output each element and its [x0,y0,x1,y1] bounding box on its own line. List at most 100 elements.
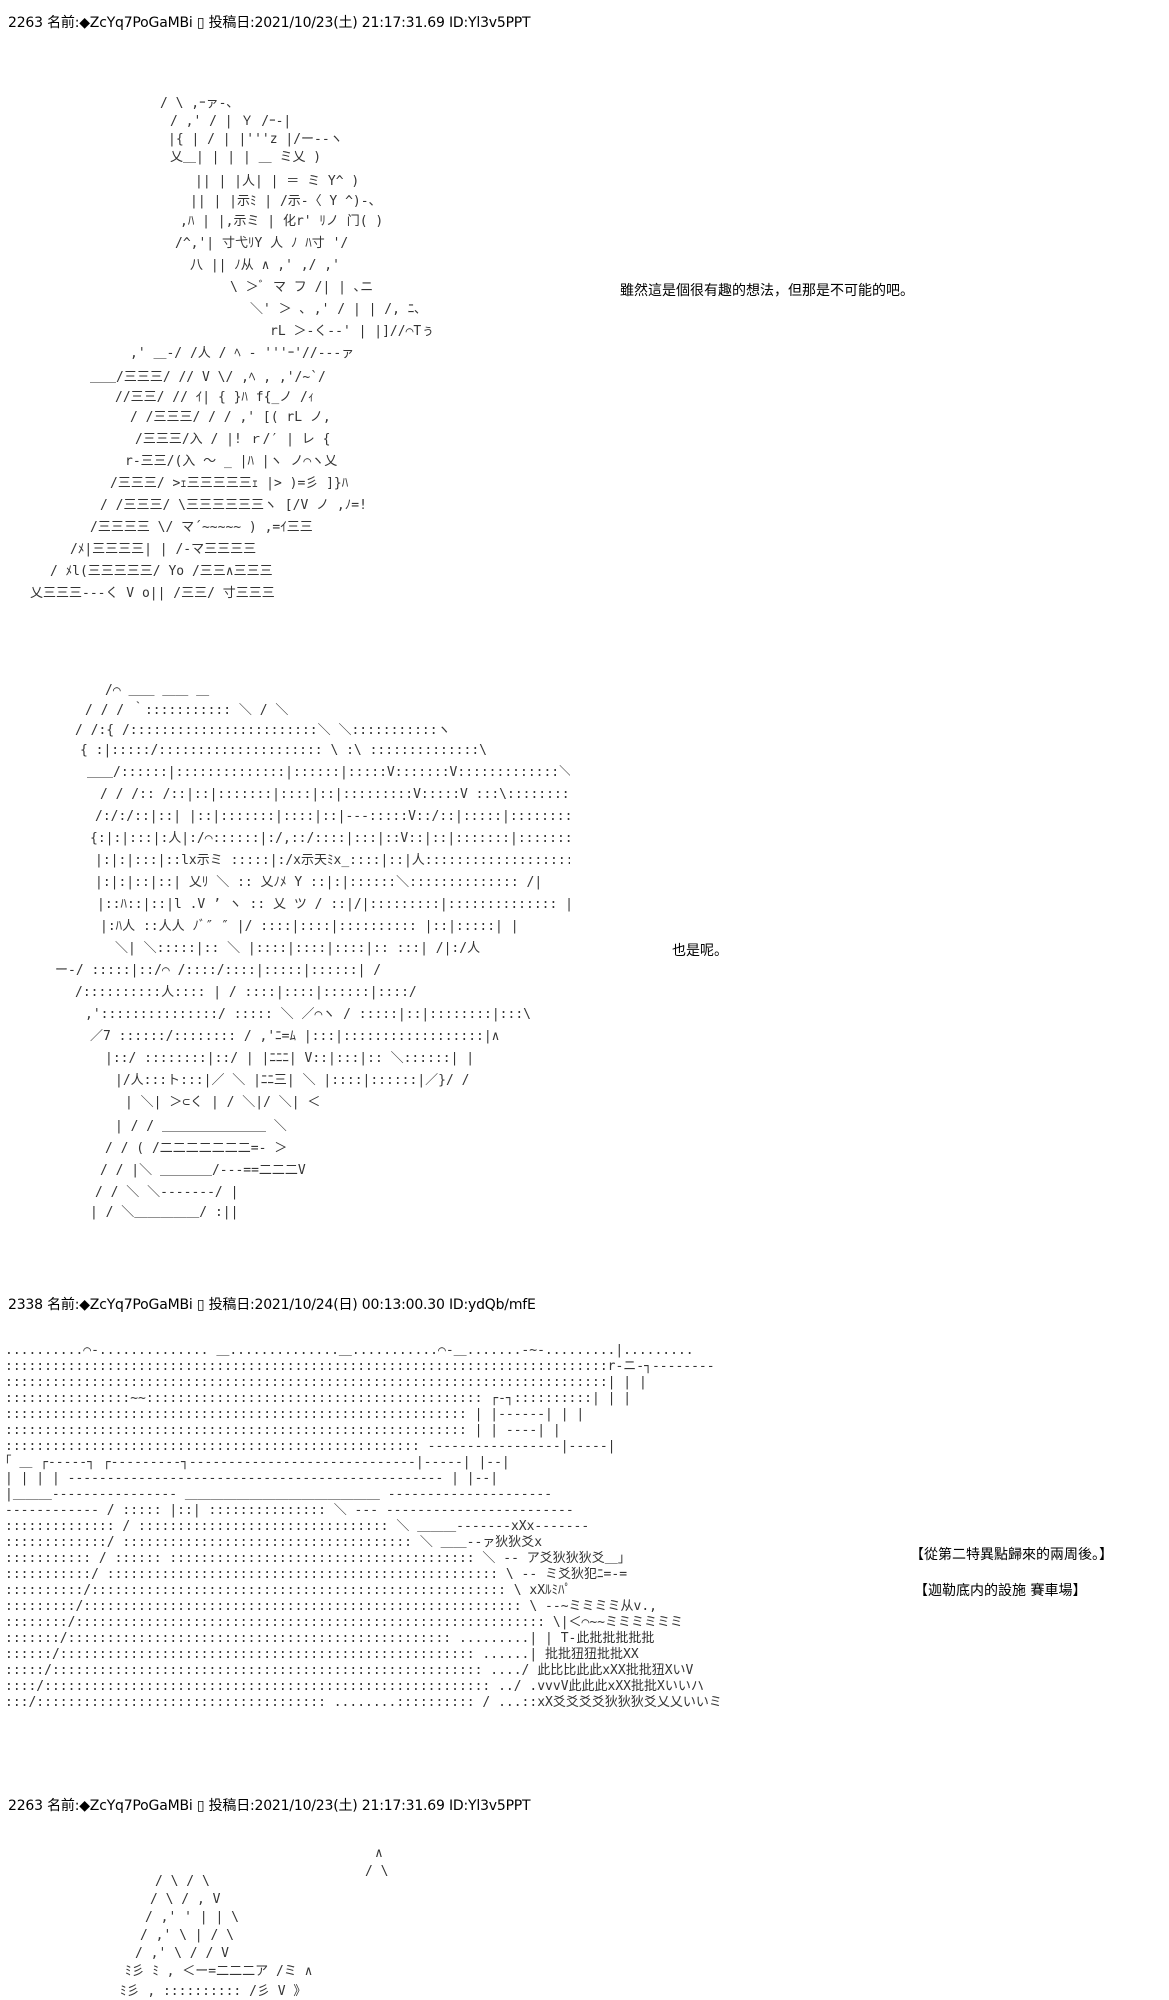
svg-text:r‐三三/(入 ～ _ |ﾊ |ヽ ノ⌒ヽ乂: r‐三三/(入 ～ _ |ﾊ |ヽ ノ⌒ヽ乂 [125,454,337,469]
poster-name: ◆ZcYq7PoGaMBi [79,1297,193,1313]
svg-text:/三三三三 \/ マ´~~~~~ ) ,=ｲ三三: /三三三三 \/ マ´~~~~~ ) ,=ｲ三三 [90,520,313,535]
svg-text:|::/ ::::::::|::/ | |ﾆﾆﾆ|: |::/ ::::::::|::/ | |ﾆﾆﾆ| V::|:::|:: ＼::… [105,1051,474,1066]
svg-text:::::::::::::::::~~::::::::::::: ::::::::::::::::~~::::::::::::::::::::::… [5,1391,631,1406]
missing-glyph-icon: ▯ [196,1798,205,1814]
post-date: 2021/10/24(日) 00:13:00.30 [254,1297,445,1313]
svg-text:::::::::::::::::::::::::::::::: ::::::::::::::::::::::::::::::::::::::::… [5,1439,615,1454]
svg-text:/:/:/::|::| |::|:::::::|::::|:: /:/:/::|::| |::|:::::::|::::|::|‐‐‐:::::… [95,809,570,824]
svg-text:|| | |人| | ＝ ミ Y^ ): || | |人| | ＝ ミ Y^ ) [195,174,359,189]
svg-text:／7 ::::::/:::::::: / ,'ﾆ=ﾑ: ／7 ::::::/:::::::: / ,'ﾆ=ﾑ |:::|::::::::… [90,1029,500,1044]
svg-text:ﾐ彡 , :::::::::: /彡 V: ﾐ彡 , :::::::::: /彡 V 》 [120,1984,306,1999]
dialogue-line: 也是呢。 [672,943,728,959]
svg-text:/ ,' \ / / V: / ,' \ / / V [135,1946,229,1961]
svg-text:::::::::::::::::::::::::::::::: ::::::::::::::::::::::::::::::::::::::::… [5,1375,647,1390]
svg-text:＿＿/三三三/ // V \/ ,ﾍ , ,'/~`/: ＿＿/三三三/ // V \/ ,ﾍ , ,'/~`/ [90,370,326,385]
svg-text:/ / ＼ ＼‐‐‐‐‐‐‐/ |: / / ＼ ＼‐‐‐‐‐‐‐/ | [95,1185,238,1200]
ascii-art-character-2: /⌒ ＿＿ ＿＿ ＿ / / / ｀::::::::::: ＼ / ＼ / /:… [55,683,570,1220]
svg-text:|| | |示ﾐ | /示‐〈 Y ^)-、: || | |示ﾐ | /示‐〈 Y ^)-、 [190,194,382,209]
svg-text:/ /三三三/ \三三三三三三ヽ [/V ノ ,ﾉ=!: / /三三三/ \三三三三三三ヽ [/V ノ ,ﾉ=! [100,498,367,513]
ascii-art-landscape: ..........⌒‐.............. ＿............… [5,1343,722,1710]
svg-text:/ \ / , V: / \ / , V [150,1892,221,1907]
svg-text:ﾐ彡 ﾐ , ＜ー=二二二ア /ミ ∧: ﾐ彡 ﾐ , ＜ー=二二二ア /ミ ∧ [125,1964,312,1979]
svg-text:/::::::::::人:::: |: /::::::::::人:::: | / ::::|::::|::::::|::… [75,985,417,1000]
post-number: 2338 [8,1297,43,1313]
dialogue-line: 雖然這是個很有趣的想法，但那是不可能的吧。 [620,283,914,299]
svg-text::::::::::::/ :::::::::::::::::: :::::::::::/ :::::::::::::::::::::::::::… [5,1567,627,1582]
date-label: 投稿日: [208,1798,255,1814]
svg-text:| ＼| ＞⊂く | / ＼|/ ＼| ＜: | ＼| ＞⊂く | / ＼|/ ＼| ＜ [125,1095,320,1110]
svg-text:{:|:|:::|:人|:/⌒::::::|:/,::/::: {:|:|:::|:人|:/⌒::::::|:/,::/::::|:::|::V… [90,831,570,846]
svg-text:::::::::::::::::::::::::::::::: ::::::::::::::::::::::::::::::::::::::::… [5,1407,584,1422]
svg-text:/ / |＼ ＿＿＿＿/‐‐‐==二二二V: / / |＼ ＿＿＿＿/‐‐‐==二二二V [100,1163,306,1178]
svg-text:｢ ＿ ┌‐‐‐‐‐┐ ┌‐‐‐‐‐‐‐‐‐┐‐‐‐‐‐‐‐: ｢ ＿ ┌‐‐‐‐‐┐ ┌‐‐‐‐‐‐‐‐‐┐‐‐‐‐‐‐‐‐‐‐‐‐‐‐‐‐‐… [5,1455,510,1470]
date-label: 投稿日: [208,15,255,31]
poster-id: ID:Yl3v5PPT [449,15,531,31]
post-date: 2021/10/23(土) 21:17:31.69 [254,15,445,31]
svg-text:::::::::::/:::::::::::::::::::: ::::::::::/:::::::::::::::::::::::::::::… [5,1583,571,1598]
svg-text:/ ,' \ | / \: / ,' \ | / \ [140,1928,234,1943]
svg-text:rL ＞‐く‐‐' | |]//⌒Tぅ: rL ＞‐く‐‐' | |]//⌒Tぅ [270,324,434,339]
svg-text::::/::::::::::::::::::::::::::: :::/::::::::::::::::::::::::::::::::::::… [5,1695,722,1710]
name-label: 名前: [47,1297,80,1313]
svg-text:乂＿| | | | ＿ ミ乂 ): 乂＿| | | | ＿ ミ乂 ) [170,150,321,165]
svg-text:|:ﾊ人 ::人人 ﾉﾞ″ ″ |/ ::::|:: |:ﾊ人 ::人人 ﾉﾞ″ ″ |/ ::::|::::|:::::::::: … [100,919,519,934]
svg-text:/ ,' / | Ｙ /ｰ‐|: / ,' / | Ｙ /ｰ‐| [170,114,291,129]
poster-id: ID:ydQb/mfE [449,1297,536,1313]
svg-text:::::::/:::::::::::::::::::::::: ::::::/:::::::::::::::::::::::::::::::::… [5,1647,639,1662]
svg-text:/ /三三三/ / / ,' [( rL ノ,: / /三三三/ / / ,' [( rL ノ, [130,410,331,425]
svg-text:,ﾊ | |,示ミ | 化r' ﾘノ 门( ): ,ﾊ | |,示ミ | 化r' ﾘノ 门( ) [180,214,383,229]
missing-glyph-icon: ▯ [196,1297,205,1313]
poster-id: ID:Yl3v5PPT [449,1798,531,1814]
svg-text:| | | | ‐‐‐‐‐‐‐‐‐‐‐‐‐‐‐: | | | | ‐‐‐‐‐‐‐‐‐‐‐‐‐‐‐‐‐‐‐‐‐‐‐‐‐‐‐‐‐‐‐‐… [5,1471,498,1486]
narration-caption: 【迦勒底内的設施 賽車場】 [914,1583,1087,1599]
svg-text:::::::::::: / :::::: :::::::::: ::::::::::: / :::::: :::::::::::::::::::… [5,1551,624,1566]
post-number: 2263 [8,15,43,31]
post-header: 2263 名前:◆ZcYq7PoGaMBi ▯ 投稿日:2021/10/23(土… [8,14,531,32]
svg-text:/ \: / \ [365,1864,388,1879]
svg-text:| / ＼＿＿＿＿＿/ :||: | / ＼＿＿＿＿＿/ :|| [90,1205,238,1220]
svg-text:/三三三/ >ｪ三三三三三ｪ |> )=彡 ]}ﾊ: /三三三/ >ｪ三三三三三ｪ |> )=彡 ]}ﾊ [110,476,349,491]
poster-name: ◆ZcYq7PoGaMBi [79,1798,193,1814]
svg-text:|/人:::ト:::|／ ＼ |ﾆﾆ三| ＼ |::::: |/人:::ト:::|／ ＼ |ﾆﾆ三| ＼ |::::|::::::|／}/ … [115,1073,469,1088]
svg-text::::::/::::::::::::::::::::::::: :::::/::::::::::::::::::::::::::::::::::… [5,1663,694,1678]
svg-text:＼' ＞ ､ ,' / | | /, ﾆ､: ＼' ＞ ､ ,' / | | /, ﾆ､ [250,302,421,317]
ascii-art-character-1: / \ ,ｰァ‐､ / ,' / | Ｙ /ｰ‐| |{ | / | |'''z… [30,96,434,601]
post-header: 2263 名前:◆ZcYq7PoGaMBi ▯ 投稿日:2021/10/23(土… [8,1797,531,1815]
svg-text:八 || ﾉ从 ∧ ,' ,/ ,': 八 || ﾉ从 ∧ ,' ,/ ,' [190,258,340,273]
name-label: 名前: [47,1798,80,1814]
svg-text:::::::::::::::::::::::::::::::: ::::::::::::::::::::::::::::::::::::::::… [5,1423,561,1438]
svg-text:/ ﾒl(三三三三三/ Yo /三三∧三三三: / ﾒl(三三三三三/ Yo /三三∧三三三 [50,564,273,579]
svg-text::::::::::::::/ :::::::::::::: :::::::::::::/ :::::::::::::::::::::::::… [5,1535,542,1550]
svg-text:| / / ＿＿＿＿＿＿＿＿ ＼: | / / ＿＿＿＿＿＿＿＿ ＼ [115,1119,287,1134]
date-label: 投稿日: [208,1297,255,1313]
svg-text:/⌒ ＿＿ ＿＿ ＿: /⌒ ＿＿ ＿＿ ＿ [105,683,209,698]
svg-text:{ :|:::::/::::::::::::::::::::: { :|:::::/::::::::::::::::::::: \ :\ :::… [80,743,487,758]
svg-text:|{ | / | |'''z |/ー‐‐ヽ: |{ | / | |'''z |/ー‐‐ヽ [168,132,343,147]
svg-text:::::/:::::::::::::::::::::::::: ::::/:::::::::::::::::::::::::::::::::::… [5,1679,704,1694]
name-label: 名前: [47,15,80,31]
svg-text:/^,'| 寸弋ﾘY 人 ﾉ ﾊ寸 '/: /^,'| 寸弋ﾘY 人 ﾉ ﾊ寸 '/ [175,236,348,251]
svg-text:/ ,' ' | | \: / ,' ' | | \ [145,1910,239,1925]
post-number: 2263 [8,1798,43,1814]
svg-text::::::::/::::::::::::::::::::::: :::::::/::::::::::::::::::::::::::::::::… [5,1631,654,1646]
svg-text:|:|:|::|::| 乂ﾘ ＼ :: 乂ﾉﾒ Y :: |:|:|::|::| 乂ﾘ ＼ :: 乂ﾉﾒ Y ::|:|::::::＼::… [95,875,542,890]
svg-text:::::::::::::::::::::::::::::::: ::::::::::::::::::::::::::::::::::::::::… [5,1359,715,1374]
svg-text:,':::::::::::::::/ ::::: ＼ ／⌒ヽ: ,':::::::::::::::/ ::::: ＼ ／⌒ヽ / :::::|:… [85,1007,531,1022]
svg-text:|:|:|:::|::lx示ミ :::::|:/x示天ﾐx: |:|:|:::|::lx示ミ :::::|:/x示天ﾐx_::::|::|人:… [95,853,570,868]
svg-text:\ ＞ﾞ マ フ /| | ､ニ: \ ＞ﾞ マ フ /| | ､ニ [230,280,373,295]
missing-glyph-icon: ▯ [196,15,205,31]
svg-text:/ﾒ|三三三三| | /‐マ三三三三: /ﾒ|三三三三| | /‐マ三三三三 [70,542,256,557]
svg-text:乂三三三‐‐‐く V o|| /三三/ 寸三三三: 乂三三三‐‐‐く V o|| /三三/ 寸三三三 [30,586,275,601]
svg-text:＼| ＼:::::|:: ＼ |:: ＼| ＼:::::|:: ＼ |::::|::::|::::|:: :::| /… [115,941,480,956]
ascii-art-character-3: ∧ / \ / \ / \ / \ / , V / ,' ' | | \ / ,… [120,1846,388,1999]
svg-text:∧: ∧ [375,1846,383,1861]
svg-text::::::::::/::::::::::::::::::::: :::::::::/::::::::::::::::::::::::::::::… [5,1599,657,1614]
narration-caption: 【從第二特異點歸來的兩周後。】 [910,1547,1113,1563]
svg-text:..........⌒‐.............. ＿.: ..........⌒‐.............. ＿............… [5,1343,694,1358]
svg-text://三三/ // ｲ| { }ﾊ f{_ノ /ｨ: //三三/ // ｲ| { }ﾊ f{_ノ /ｨ [115,390,314,405]
svg-text:/ / /:: /::|::|:::::::|::::|::: / / /:: /::|::|:::::::|::::|::|:::::::::… [100,787,570,802]
svg-text:/ /:{ /::::::::::::::::::::::: / /:{ /::::::::::::::::::::::::＼ ＼::::::… [75,723,451,738]
svg-text:ー‐/ :::::|::/⌒: ー‐/ :::::|::/⌒ /::::/::::|:::::|::::::| … [55,963,381,978]
svg-text:::::::::/:::::::::::::::::::::: ::::::::/:::::::::::::::::::::::::::::::… [5,1615,683,1630]
svg-text:|::ﾊ::|::|l .V ’ ヽ :: 乂 ツ: |::ﾊ::|::|l .V ’ ヽ :: 乂 ツ / ::|/|:::::::… [97,897,570,912]
